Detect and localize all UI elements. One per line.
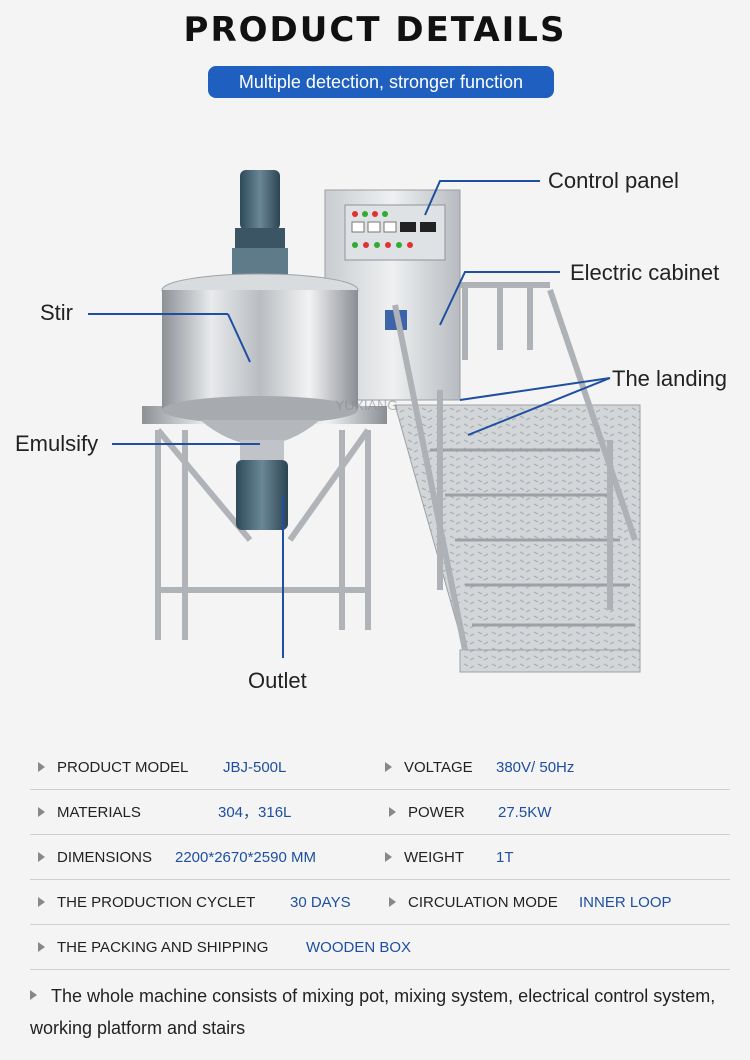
spec-value: INNER LOOP: [579, 894, 672, 911]
bullet-triangle-icon: [30, 990, 37, 1001]
spec-value: 1T: [496, 849, 514, 866]
bullet-triangle-icon: [38, 942, 45, 953]
spec-label: THE PRODUCTION CYCLET: [57, 894, 256, 911]
bullet-triangle-icon: [389, 897, 396, 908]
spec-label: MATERIALS: [57, 804, 141, 821]
spec-label: WEIGHT: [404, 849, 464, 866]
spec-value: 30 DAYS: [290, 894, 351, 911]
machine-figure: YUXIANG: [0, 110, 750, 720]
page-title: PRODUCT DETAILS: [183, 10, 567, 50]
bullet-triangle-icon: [38, 762, 45, 773]
emulsify-motor: [236, 460, 288, 530]
spec-value: 2200*2670*2590 MM: [175, 849, 316, 866]
callout-control-panel: Control panel: [548, 168, 679, 193]
spec-row: DIMENSIONS 2200*2670*2590 MM WEIGHT 1T: [30, 835, 730, 880]
spec-label: PRODUCT MODEL: [57, 759, 189, 776]
spec-label: THE PACKING AND SHIPPING: [57, 939, 269, 956]
spec-row: MATERIALS 304，316L POWER 27.5KW: [30, 790, 730, 835]
control-panel-indicators: [351, 211, 436, 248]
spec-row: THE PRODUCTION CYCLET 30 DAYS CIRCULATIO…: [30, 880, 730, 925]
callout-stir: Stir: [40, 300, 73, 325]
bullet-triangle-icon: [38, 807, 45, 818]
stir-motor: [240, 170, 280, 230]
bullet-triangle-icon: [38, 897, 45, 908]
spec-value: JBJ-500L: [223, 759, 287, 776]
mixing-tank: [162, 290, 358, 410]
stair-handrails: [392, 282, 638, 651]
spec-value: WOODEN BOX: [306, 939, 412, 956]
description-text: The whole machine consists of mixing pot…: [30, 986, 716, 1038]
machine-description: The whole machine consists of mixing pot…: [30, 980, 730, 1044]
bullet-triangle-icon: [38, 852, 45, 863]
callout-outlet: Outlet: [248, 668, 307, 693]
spec-table: PRODUCT MODEL JBJ-500L VOLTAGE 380V/ 50H…: [30, 745, 730, 970]
bullet-triangle-icon: [385, 852, 392, 863]
callout-emulsify: Emulsify: [15, 431, 99, 456]
spec-value: 27.5KW: [498, 804, 552, 821]
spec-label: DIMENSIONS: [57, 849, 153, 866]
callout-lines: [88, 180, 611, 658]
bullet-triangle-icon: [389, 807, 396, 818]
callout-electric-cabinet: Electric cabinet: [570, 260, 720, 285]
brand-watermark: YUXIANG: [335, 397, 398, 413]
spec-value: 380V/ 50Hz: [496, 759, 575, 776]
tank-support-frame: [155, 428, 371, 640]
bullet-triangle-icon: [385, 762, 392, 773]
spec-value: 304，316L: [218, 804, 292, 821]
spec-row: THE PACKING AND SHIPPING WOODEN BOX: [30, 925, 730, 970]
callout-the-landing: The landing: [612, 366, 727, 391]
subtitle-banner: Multiple detection, stronger function: [208, 66, 554, 98]
spec-label: CIRCULATION MODE: [408, 894, 558, 911]
spec-label: VOLTAGE: [404, 759, 473, 776]
mixing-machine-illustration: YUXIANG: [88, 170, 641, 673]
spec-row: PRODUCT MODEL JBJ-500L VOLTAGE 380V/ 50H…: [30, 745, 730, 790]
spec-label: POWER: [408, 804, 465, 821]
